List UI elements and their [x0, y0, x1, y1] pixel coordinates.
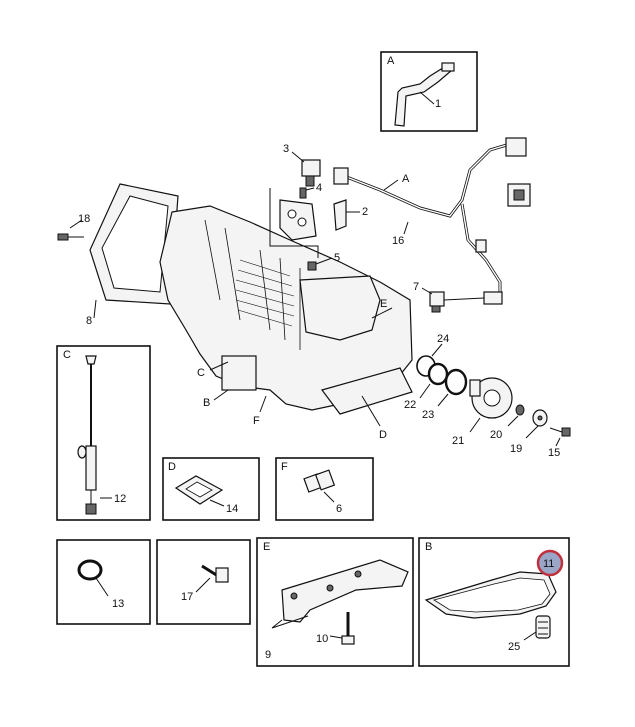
- box-letter-e-ref: E: [380, 298, 387, 310]
- callout-7: 7: [413, 281, 419, 293]
- ring-part-23[interactable]: [444, 368, 468, 396]
- wiring-clip-part-1[interactable]: [394, 62, 455, 127]
- callout-19: 19: [510, 443, 522, 455]
- sensor-part-3[interactable]: [301, 159, 321, 187]
- seal-part-22[interactable]: [427, 362, 449, 386]
- callout-11-highlight[interactable]: 11: [536, 549, 564, 577]
- box-letter-a-ref: A: [402, 173, 410, 185]
- callout-5: 5: [334, 252, 340, 264]
- filter-part-25[interactable]: [535, 615, 551, 639]
- callout-22: 22: [404, 399, 416, 411]
- bell-housing-gasket-part-8[interactable]: [89, 183, 179, 305]
- detail-box-b: B 11 25: [418, 537, 570, 667]
- box-letter-b: B: [425, 541, 432, 553]
- bolt-part-18[interactable]: [57, 233, 84, 241]
- callout-3: 3: [283, 143, 289, 155]
- gasket-part-14[interactable]: [174, 475, 224, 505]
- callout-6: 6: [336, 503, 342, 515]
- callout-23: 23: [422, 409, 434, 421]
- callout-10: 10: [316, 633, 328, 645]
- box-letter-f: F: [281, 461, 288, 473]
- callout-4: 4: [316, 182, 322, 194]
- box-letter-c-ref: C: [197, 367, 205, 379]
- plug-part-6[interactable]: [303, 469, 336, 493]
- callout-2: 2: [362, 206, 368, 218]
- flange-part-21[interactable]: [469, 377, 513, 419]
- box-letter-a: A: [387, 55, 395, 67]
- callout-20: 20: [490, 429, 502, 441]
- transmission-housing: [159, 205, 413, 415]
- detail-box-e: E 9 10: [256, 537, 414, 667]
- callout-24: 24: [437, 333, 449, 345]
- box-letter-c: C: [63, 349, 71, 361]
- washer-part-13[interactable]: [77, 559, 103, 581]
- main-assembly: 8 18 3 4: [57, 137, 571, 459]
- callout-17: 17: [181, 591, 193, 603]
- callout-25: 25: [508, 641, 520, 653]
- callout-12: 12: [114, 493, 126, 505]
- detail-box-f: F 6: [275, 457, 374, 521]
- callout-8: 8: [86, 315, 92, 327]
- plug-part-5[interactable]: [307, 261, 317, 271]
- box-letter-f-ref: F: [253, 415, 260, 427]
- detail-box-d: D 14: [162, 457, 260, 521]
- callout-16: 16: [392, 235, 404, 247]
- bolt-part-17[interactable]: [201, 564, 229, 583]
- box-letter-e: E: [263, 541, 270, 553]
- box-letter-b-ref: B: [203, 397, 210, 409]
- box-letter-d: D: [168, 461, 176, 473]
- detail-box-c: C 12: [56, 345, 151, 521]
- callout-1: 1: [435, 98, 441, 110]
- callout-18: 18: [78, 213, 90, 225]
- bolt-part-10[interactable]: [341, 612, 355, 645]
- dipstick-part-12[interactable]: [77, 355, 97, 515]
- callout-21: 21: [452, 435, 464, 447]
- bolt-part-15[interactable]: [549, 427, 571, 437]
- wiring-harness-part-16[interactable]: [333, 137, 531, 305]
- callout-11: 11: [543, 558, 554, 570]
- callout-13: 13: [112, 598, 124, 610]
- detail-box-a: A 1: [380, 51, 478, 132]
- box-letter-d-ref: D: [379, 429, 387, 441]
- callout-15: 15: [548, 447, 560, 459]
- callout-9: 9: [265, 649, 271, 661]
- washer-part-19[interactable]: [532, 409, 548, 427]
- sensor-part-7[interactable]: [429, 291, 445, 313]
- oil-pan-gasket-part-11[interactable]: [424, 571, 557, 619]
- bracket-plate-part-4[interactable]: [279, 187, 317, 241]
- detail-box-17: 17: [156, 539, 251, 625]
- callout-14: 14: [226, 503, 238, 515]
- detail-box-13: 13: [56, 539, 151, 625]
- bracket-part-9[interactable]: [281, 559, 409, 623]
- bracket-part-2[interactable]: [333, 199, 347, 231]
- washer-part-20[interactable]: [515, 404, 525, 416]
